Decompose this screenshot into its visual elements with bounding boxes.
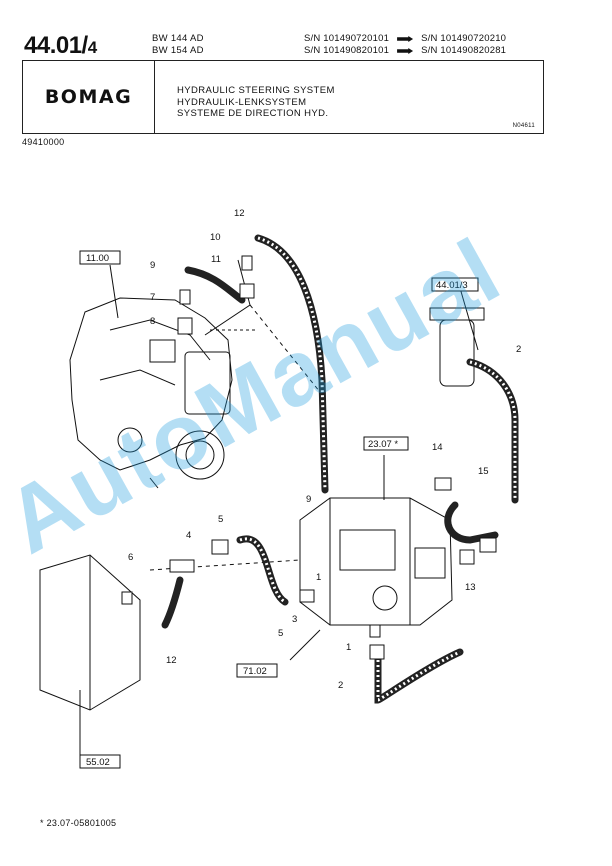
hose-braid [239, 236, 517, 702]
serial-from: S/N 101490720101 [304, 33, 390, 44]
page-code: 44.01/4 [24, 32, 97, 59]
model-list: BW 144 AD BW 154 AD [152, 33, 204, 57]
part-number: 49410000 [22, 137, 65, 147]
ref-box-label: 55.02 [86, 757, 110, 768]
callout-label: 9 [150, 260, 155, 271]
part-callouts: 1 1 2 2 3 4 5 5 6 7 8 9 9 10 11 12 12 13… [128, 208, 521, 691]
callout-label: 15 [478, 466, 489, 477]
callout-label: 10 [210, 232, 221, 243]
arrow-right-icon [397, 36, 414, 42]
arrow-right-icon [397, 48, 414, 54]
title-fr: SYSTEME DE DIRECTION HYD. [177, 108, 329, 119]
serial-to: S/N 101490820281 [421, 45, 507, 56]
fittings [121, 255, 497, 660]
footnote: * 23.07-05801005 [40, 818, 117, 828]
serial-to: S/N 101490720210 [421, 33, 507, 44]
exploded-view-diagram: 1 1 2 2 3 4 5 5 6 7 8 9 9 10 11 12 12 13… [39, 208, 521, 769]
callout-label: 13 [465, 582, 476, 593]
ref-box-label: 11.00 [86, 253, 109, 264]
model-line: BW 144 AD [152, 33, 204, 44]
callout-label: 11 [211, 254, 221, 265]
serial-row: S/N 101490720101 S/N 101490720210 [304, 33, 506, 45]
callout-label: 9 [306, 494, 311, 505]
callout-label: 2 [338, 680, 343, 691]
callout-label: 6 [128, 552, 133, 563]
diagram-linework [39, 259, 485, 755]
serial-row: S/N 101490820101 S/N 101490820281 [304, 45, 506, 57]
callout-label: 3 [292, 614, 297, 625]
callout-label: 5 [278, 628, 283, 639]
reference-boxes: 11.00 44.01/3 23.07 * 71.02 55.02 [79, 250, 479, 769]
callout-label: 8 [150, 316, 155, 327]
ref-box-label: 23.07 * [368, 439, 398, 450]
title-lines: HYDRAULIC STEERING SYSTEM HYDRAULIK-LENK… [177, 85, 335, 120]
callout-label: 7 [150, 292, 155, 303]
doc-ref: N04611 [512, 123, 535, 129]
callout-label: 12 [166, 655, 177, 666]
callout-label: 14 [432, 442, 443, 453]
ref-box-label: 71.02 [243, 666, 267, 677]
logo-cell: BOMAG [23, 61, 155, 133]
serial-from: S/N 101490820101 [304, 45, 390, 56]
ref-box-label: 44.01/3 [436, 280, 468, 291]
callout-label: 1 [346, 642, 351, 653]
callout-label: 4 [186, 530, 191, 541]
serial-ranges: S/N 101490720101 S/N 101490720210 S/N 10… [304, 33, 506, 57]
callout-label: 1 [316, 572, 321, 583]
title-de: HYDRAULIK-LENKSYSTEM [177, 96, 307, 108]
callout-label: 12 [234, 208, 245, 219]
callout-label: 2 [516, 344, 521, 355]
title-block: BOMAG HYDRAULIC STEERING SYSTEM HYDRAULI… [22, 60, 544, 134]
title-en: HYDRAULIC STEERING SYSTEM [177, 85, 335, 96]
model-line: BW 154 AD [152, 45, 204, 56]
brand-logo: BOMAG [44, 86, 133, 108]
callout-label: 5 [218, 514, 223, 525]
